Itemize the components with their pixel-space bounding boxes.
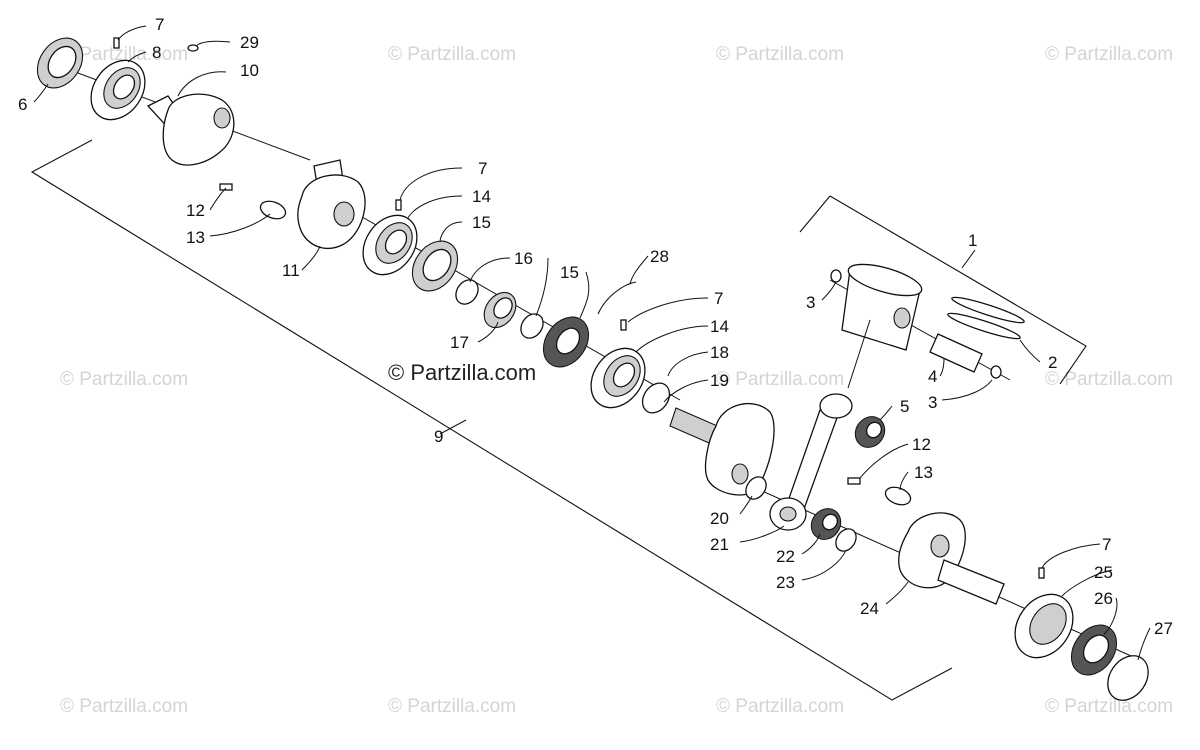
piston-kit-bracket-1 bbox=[799, 195, 1087, 385]
callout-5: 5 bbox=[900, 397, 909, 416]
key-pin-icon bbox=[1038, 567, 1045, 579]
o-ring-icon bbox=[641, 382, 671, 414]
callout-16: 16 bbox=[514, 249, 533, 268]
ball-bearing-icon bbox=[590, 347, 646, 409]
callout-14: 14 bbox=[710, 317, 729, 336]
leader-lines bbox=[33, 25, 1151, 661]
callout-1: 1 bbox=[968, 231, 977, 250]
callout-25: 25 bbox=[1094, 563, 1113, 582]
callout-3: 3 bbox=[928, 393, 937, 412]
callout-18: 18 bbox=[710, 343, 729, 362]
callout-10: 10 bbox=[240, 61, 259, 80]
callout-11: 11 bbox=[282, 261, 300, 280]
assembly-bracket-9 bbox=[30, 139, 953, 701]
woodruff-key-icon bbox=[187, 44, 199, 52]
watermark: © Partzilla.com bbox=[1045, 369, 1173, 390]
callout-22: 22 bbox=[776, 547, 795, 566]
callout-4: 4 bbox=[928, 367, 937, 386]
callout-numbers: 7 8 29 10 6 12 13 11 7 14 15 16 15 28 17… bbox=[18, 15, 1173, 638]
oil-seal-icon bbox=[36, 37, 84, 89]
o-ring-icon bbox=[1107, 655, 1149, 701]
callout-9: 9 bbox=[434, 427, 443, 446]
crank-half-icon bbox=[669, 402, 775, 496]
callout-8: 8 bbox=[152, 43, 161, 62]
key-pin-icon bbox=[620, 319, 627, 331]
piston-ring-icon bbox=[947, 296, 1025, 340]
callout-24: 24 bbox=[860, 599, 879, 618]
screw-icon bbox=[847, 477, 861, 485]
callout-21: 21 bbox=[710, 535, 729, 554]
callout-19: 19 bbox=[710, 371, 729, 390]
callout-12: 12 bbox=[186, 201, 205, 220]
oil-seal-icon bbox=[1070, 624, 1118, 676]
thrust-washer-icon bbox=[835, 528, 857, 552]
callout-23: 23 bbox=[776, 573, 795, 592]
callout-29: 29 bbox=[240, 33, 259, 52]
watermark: © Partzilla.com bbox=[716, 44, 844, 65]
callout-26: 26 bbox=[1094, 589, 1113, 608]
watermark: © Partzilla.com bbox=[60, 369, 188, 390]
spacer-ring-icon bbox=[455, 279, 479, 305]
thread-sleeve-icon bbox=[483, 291, 517, 329]
oil-seal-icon bbox=[411, 240, 459, 292]
callout-28: 28 bbox=[650, 247, 669, 266]
callout-7: 7 bbox=[155, 15, 164, 34]
watermark: © Partzilla.com bbox=[60, 696, 188, 717]
thrust-washer-icon bbox=[745, 476, 767, 500]
crank-pin-plug-icon bbox=[259, 200, 287, 220]
screw-icon bbox=[219, 183, 233, 191]
callout-20: 20 bbox=[710, 509, 729, 528]
needle-bearing-icon bbox=[810, 508, 842, 540]
callout-27: 27 bbox=[1154, 619, 1173, 638]
watermark-center: © Partzilla.com bbox=[388, 360, 536, 385]
piston-pin-icon bbox=[929, 333, 983, 373]
watermark: © Partzilla.com bbox=[1045, 696, 1173, 717]
piston-pin-clip-icon bbox=[830, 269, 842, 283]
callout-13: 13 bbox=[914, 463, 933, 482]
callout-3: 3 bbox=[806, 293, 815, 312]
callout-15: 15 bbox=[560, 263, 579, 282]
callout-13: 13 bbox=[186, 228, 205, 247]
spacer-ring-icon bbox=[520, 313, 544, 339]
key-pin-icon bbox=[113, 37, 120, 49]
ball-bearing-icon bbox=[90, 59, 146, 121]
watermark: © Partzilla.com bbox=[388, 696, 516, 717]
callout-7: 7 bbox=[714, 289, 723, 308]
callout-6: 6 bbox=[18, 95, 27, 114]
callout-7: 7 bbox=[1102, 535, 1111, 554]
watermark: © Partzilla.com bbox=[1045, 44, 1173, 65]
crank-half-icon bbox=[146, 93, 235, 166]
callout-12: 12 bbox=[912, 435, 931, 454]
watermark: © Partzilla.com bbox=[388, 44, 516, 65]
callout-2: 2 bbox=[1048, 353, 1057, 372]
callout-14: 14 bbox=[472, 187, 491, 206]
callout-15: 15 bbox=[472, 213, 491, 232]
callout-7: 7 bbox=[478, 159, 487, 178]
watermark: © Partzilla.com bbox=[60, 44, 188, 65]
ball-bearing-icon bbox=[1014, 593, 1074, 659]
key-pin-icon bbox=[395, 199, 402, 211]
watermark: © Partzilla.com bbox=[716, 696, 844, 717]
callout-17: 17 bbox=[450, 333, 469, 352]
piston-icon bbox=[841, 263, 923, 351]
crank-half-icon bbox=[297, 159, 366, 249]
piston-pin-clip-icon bbox=[990, 365, 1002, 379]
needle-bearing-icon bbox=[854, 416, 886, 448]
oil-seal-icon bbox=[542, 316, 590, 368]
ball-bearing-icon bbox=[362, 214, 418, 276]
watermark-layer: © Partzilla.com © Partzilla.com © Partzi… bbox=[60, 44, 1173, 717]
watermark: © Partzilla.com bbox=[716, 369, 844, 390]
connecting-rod-icon bbox=[769, 393, 853, 531]
crank-half-icon bbox=[898, 512, 1005, 605]
circlip-icon bbox=[597, 281, 637, 315]
crank-pin-plug-icon bbox=[884, 486, 912, 506]
